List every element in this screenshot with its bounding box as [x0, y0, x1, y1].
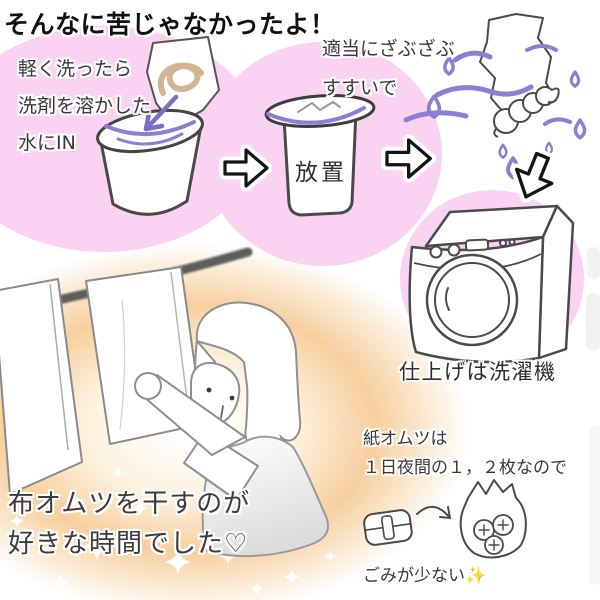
trash-bag-doodle	[459, 479, 527, 559]
prewash-note-line3: 水にIN	[18, 132, 76, 154]
diaper-doodle	[363, 509, 413, 546]
hair	[195, 301, 302, 449]
flow-arrow-right-1-icon	[225, 150, 267, 186]
sleeve	[183, 431, 259, 501]
rinse-note-line1: 適当にざぶざぶ	[322, 38, 455, 60]
eye-right	[229, 395, 235, 401]
woman-figure	[134, 301, 330, 558]
wrung-cloth-doodle	[493, 86, 560, 180]
hanging-caption-line2: 好きな時間でした♡	[8, 529, 249, 559]
sparkle-emoji-icon: ✨	[465, 566, 487, 586]
hanging-cloth-left	[0, 278, 83, 495]
eye-left	[206, 387, 212, 393]
hanging-caption-line1: 布オムツを干すのが	[8, 489, 251, 519]
prewash-note-line1: 軽く洗ったら	[18, 58, 133, 80]
hand	[134, 372, 162, 400]
wash-bucket-doodle	[96, 94, 204, 216]
machine-controls	[429, 238, 516, 259]
water-splash-strokes	[403, 44, 572, 126]
to-trash-arrow-icon	[416, 506, 451, 519]
soak-bucket-doodle	[264, 94, 376, 217]
in-arrow-icon	[143, 94, 179, 132]
diaper-note-text: ごみが少ない	[363, 566, 465, 586]
mouth	[220, 405, 224, 419]
machine-door	[425, 253, 519, 347]
illustration-title: そんなに苦じゃなかったよ！	[4, 10, 336, 39]
machine-caption: 仕上げは洗濯機	[399, 360, 557, 384]
washing-machine-doodle	[408, 204, 575, 364]
diaper-note-line1: 紙オムツは	[363, 429, 448, 449]
rinse-note-line2: すすいで	[322, 77, 398, 99]
dirty-cloth-doodle	[146, 36, 220, 128]
diaper-note-line3: ごみが少ない✨	[363, 561, 486, 586]
diaper-note-line2: １日夜間の１，２枚なので	[363, 458, 567, 478]
prewash-note-line2: 洗剤を溶かした	[18, 95, 152, 117]
flow-arrow-right-2-icon	[387, 140, 430, 177]
flow-arrow-down-icon	[508, 149, 560, 204]
soak-bucket-label: 放置	[295, 160, 347, 186]
faint-edge-shapes	[586, 247, 600, 585]
